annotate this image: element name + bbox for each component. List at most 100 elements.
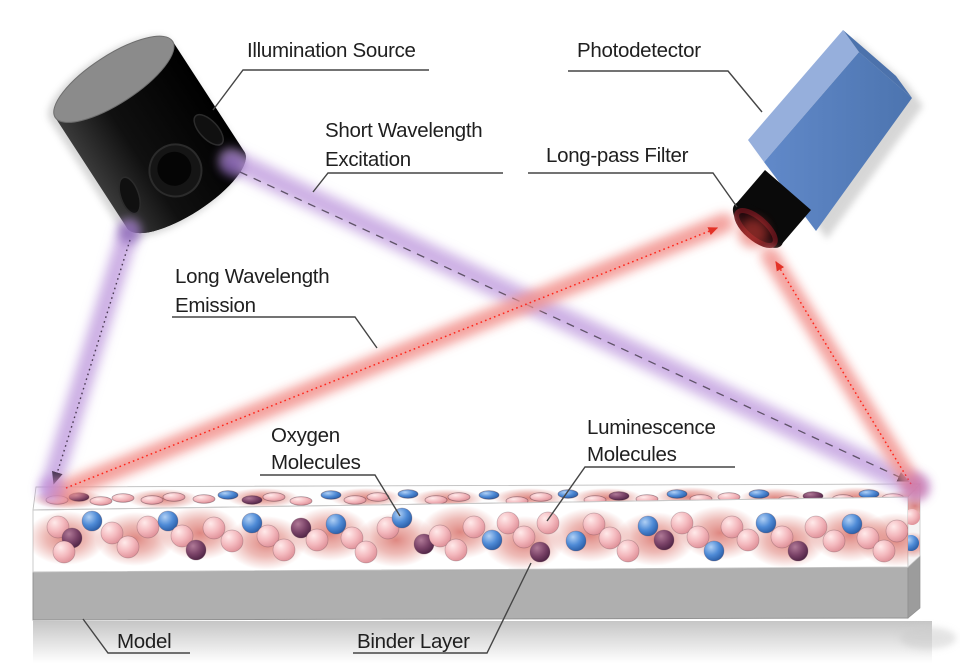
luminescence-molecule (616, 539, 640, 563)
luminescence-molecule (52, 540, 76, 564)
leader-luminescence (546, 466, 735, 522)
luminescence-molecule-top (192, 494, 216, 504)
oxygen-molecule-top (397, 489, 419, 499)
emission-beam-left (49, 212, 735, 503)
luminescence-molecule (428, 524, 452, 548)
luminescence-molecule-top (140, 495, 164, 505)
oxygen-molecule-top (666, 489, 688, 499)
label-illumination-source: Illumination Source (247, 39, 416, 62)
leader-long-pass-filter (528, 172, 738, 208)
luminescence-molecule (202, 516, 226, 540)
leader-model (82, 618, 190, 654)
oxygen-molecule-top (320, 490, 342, 500)
long-pass-filter-lens (735, 170, 811, 245)
oxygen-molecule-top (217, 490, 239, 500)
luminescence-molecule-top (89, 496, 113, 506)
oxygen-molecule (565, 530, 587, 552)
side-molecule-layer (908, 509, 920, 551)
label-long-wavelength-line1: Long Wavelength (175, 265, 329, 288)
oxygen-molecule (637, 515, 659, 537)
detector-front-face (764, 52, 912, 231)
luminescence-molecule (256, 524, 280, 548)
luminescence-molecule (305, 528, 329, 552)
luminescence-molecule (885, 519, 908, 543)
oxygen-molecule (703, 540, 725, 562)
luminescence-glow (908, 492, 920, 520)
excitation-glow-spot (118, 222, 140, 244)
detector-top-strip (748, 30, 859, 162)
luminescence-molecule (822, 529, 846, 553)
luminescence-molecule (170, 524, 194, 548)
quenched-molecule (653, 529, 675, 551)
leader-photodetector (568, 70, 763, 113)
luminescence-molecule (670, 511, 694, 535)
model-reflection-corner (900, 627, 956, 649)
luminescence-molecule-top (162, 492, 186, 502)
luminescence-molecule (46, 515, 70, 539)
label-oxygen-line2: Molecules (271, 451, 361, 474)
illumination-source-device (53, 35, 246, 234)
label-short-wavelength-line1: Short Wavelength (325, 119, 482, 142)
quenched-molecule (529, 541, 551, 563)
quenched-molecule-top (241, 495, 263, 505)
label-binder-layer: Binder Layer (357, 630, 470, 653)
luminescence-molecule-top (447, 492, 471, 502)
luminescence-molecule-top (343, 495, 367, 505)
luminescence-molecule (536, 511, 560, 535)
quenched-molecule (290, 517, 312, 539)
oxygen-molecule (908, 535, 919, 551)
luminescence-molecule (582, 512, 606, 536)
luminescence-molecule (100, 521, 124, 545)
luminescence-molecule-top (529, 492, 553, 502)
binder-crease-edge (32, 496, 909, 511)
oxygen-molecule-top (478, 490, 500, 500)
model-front-face (32, 566, 909, 621)
label-short-wavelength-line2: Excitation (325, 148, 411, 171)
front-molecule-layer (46, 507, 908, 564)
excitation-glow-spot (39, 476, 65, 502)
label-oxygen-line1: Oxygen (271, 424, 340, 447)
luminescence-molecule (116, 535, 140, 559)
leader-short-wavelength (312, 172, 503, 193)
label-luminescence-line1: Luminescence (587, 416, 716, 439)
oxygen-molecule (755, 512, 777, 534)
label-luminescence-line2: Molecules (587, 443, 677, 466)
oxygen-molecule (157, 510, 179, 532)
emission-beam-right (760, 246, 925, 498)
detector-end-face (843, 30, 912, 98)
luminescence-molecule-top (424, 495, 448, 505)
luminescence-molecule-top (111, 493, 135, 503)
luminescence-molecule (340, 526, 364, 550)
luminescence-molecule (720, 515, 744, 539)
luminescence-molecule (512, 525, 536, 549)
oxygen-molecule-top (557, 489, 579, 499)
excitation-glow-spot (902, 473, 930, 501)
oxygen-molecule (241, 512, 263, 534)
model-reflection (33, 621, 932, 663)
luminescence-molecule-top (366, 492, 390, 502)
luminescence-molecule (872, 539, 896, 563)
leader-long-wavelength (172, 316, 378, 349)
leader-lines (82, 69, 763, 654)
emission-glow-spot (738, 218, 768, 248)
model-base (32, 555, 956, 663)
binder-layer-slab (32, 482, 922, 573)
luminescence-molecule (462, 515, 486, 539)
leader-illumination-source (212, 69, 429, 111)
luminescence-molecule (220, 529, 244, 553)
luminescence-molecule (856, 526, 880, 550)
oxygen-molecule (391, 507, 413, 529)
luminescence-molecule-top (262, 492, 286, 502)
oxygen-molecule (481, 529, 503, 551)
source-lens-icon (193, 113, 224, 146)
emission-ray (65, 227, 719, 489)
source-top-face (53, 35, 175, 123)
source-lens-icon (118, 176, 141, 215)
oxygen-molecule (81, 510, 103, 532)
oxygen-molecule (325, 513, 347, 535)
luminescence-molecule (770, 525, 794, 549)
luminescence-molecule-top (289, 496, 313, 506)
excitation-glow-spot (221, 154, 243, 176)
